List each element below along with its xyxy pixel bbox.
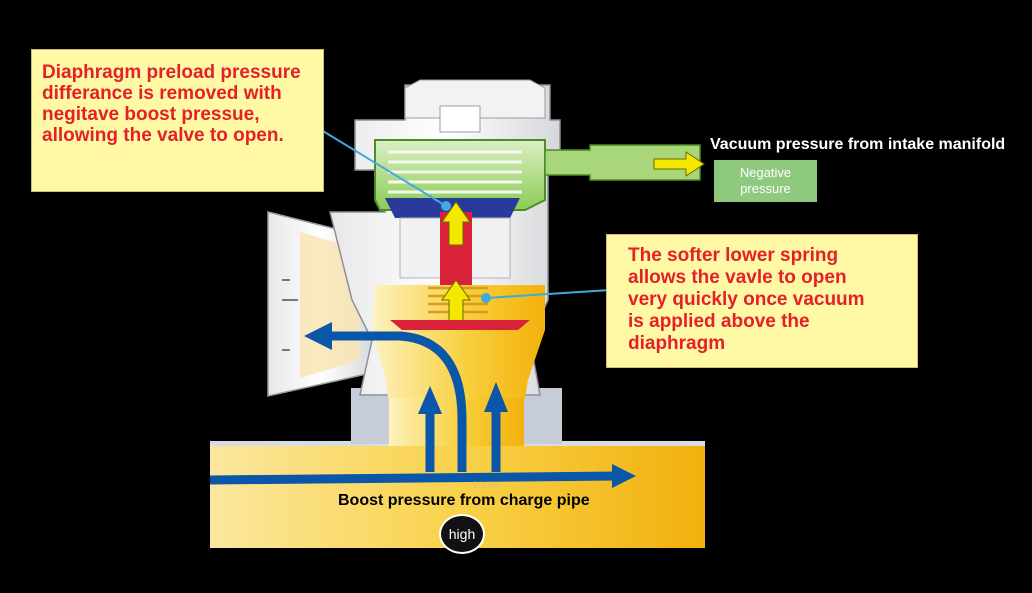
vacuum-pressure-label: Vacuum pressure from intake manifold (710, 136, 1006, 153)
boost-pressure-label: Boost pressure from charge pipe (338, 492, 590, 509)
callout-diaphragm-line: Diaphragm preload pressure (42, 62, 301, 83)
callout-spring: The softer lower spring allows the vavle… (606, 234, 918, 368)
callout-diaphragm: Diaphragm preload pressure differance is… (31, 49, 324, 192)
leader-line-spring (485, 289, 611, 299)
leader-line-diaphragm (317, 127, 447, 207)
main-flow-arrowhead (612, 464, 636, 488)
inner-left-arrowhead (418, 386, 442, 414)
vacuum-arrow (653, 151, 705, 177)
lower-chamber (372, 285, 545, 398)
cap-stem (439, 105, 481, 133)
callout-spring-line: is applied above the (628, 311, 810, 332)
callout-diaphragm-line: negitave boost pressue, (42, 104, 260, 125)
callout-spring-line: very quickly once vacuum (628, 289, 865, 310)
negative-pressure-line: pressure (740, 181, 791, 196)
curve-flow-arrow (328, 331, 467, 472)
negative-pressure-line: Negative (739, 165, 792, 180)
diaphragm-arrow (441, 201, 471, 246)
faded-pressure-text: ssure (472, 477, 502, 491)
flow-arrows (209, 322, 636, 488)
callout-spring-line: diaphragm (628, 333, 726, 354)
upper-spring (388, 150, 522, 194)
callout-spring-line: allows the vavle to open (628, 267, 847, 288)
callout-spring-line: The softer lower spring (628, 245, 839, 266)
vacuum-nozzle (544, 144, 701, 181)
main-flow-arrow (209, 471, 619, 485)
curve-flow-arrowhead (304, 322, 332, 350)
callout-diaphragm-line: differance is removed with (42, 83, 282, 104)
high-pressure-badge: high (439, 514, 485, 554)
flange-left (351, 388, 389, 444)
callout-diaphragm-line: allowing the valve to open. (42, 125, 284, 146)
outer-arrowhead (484, 382, 508, 412)
flange-right (524, 388, 562, 444)
negative-pressure-box: Negative pressure (714, 160, 817, 202)
valve-disc (390, 320, 530, 330)
